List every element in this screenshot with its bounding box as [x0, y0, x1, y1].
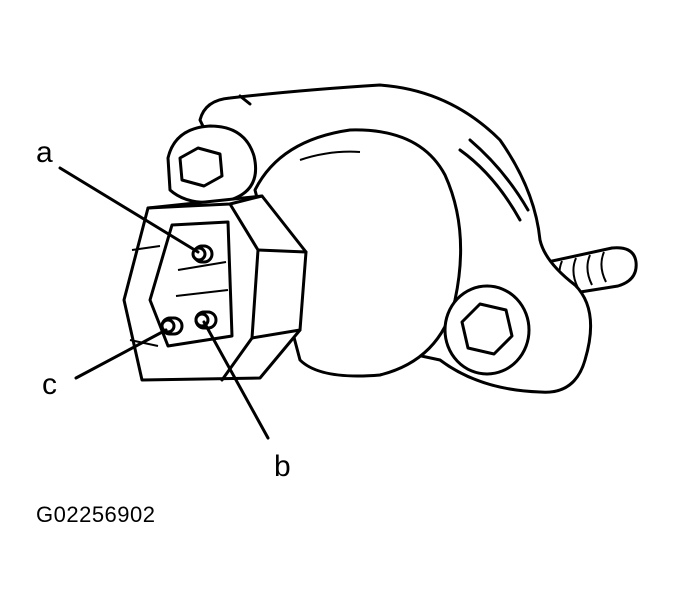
- leader-line-c: [74, 328, 168, 380]
- upper-bolt: [166, 124, 257, 204]
- connector-face: [148, 220, 234, 348]
- callout-label-a: a: [36, 136, 53, 169]
- callout-label-c: c: [42, 368, 57, 401]
- leader-line-b: [202, 320, 270, 440]
- sensor-body: [253, 128, 530, 378]
- callout-label-b: b: [274, 450, 291, 483]
- pin-a: [191, 244, 214, 264]
- leader-lines: [58, 166, 270, 440]
- leader-line-a: [58, 166, 200, 254]
- lower-bolt: [443, 284, 531, 376]
- figure-id: G02256902: [36, 502, 156, 527]
